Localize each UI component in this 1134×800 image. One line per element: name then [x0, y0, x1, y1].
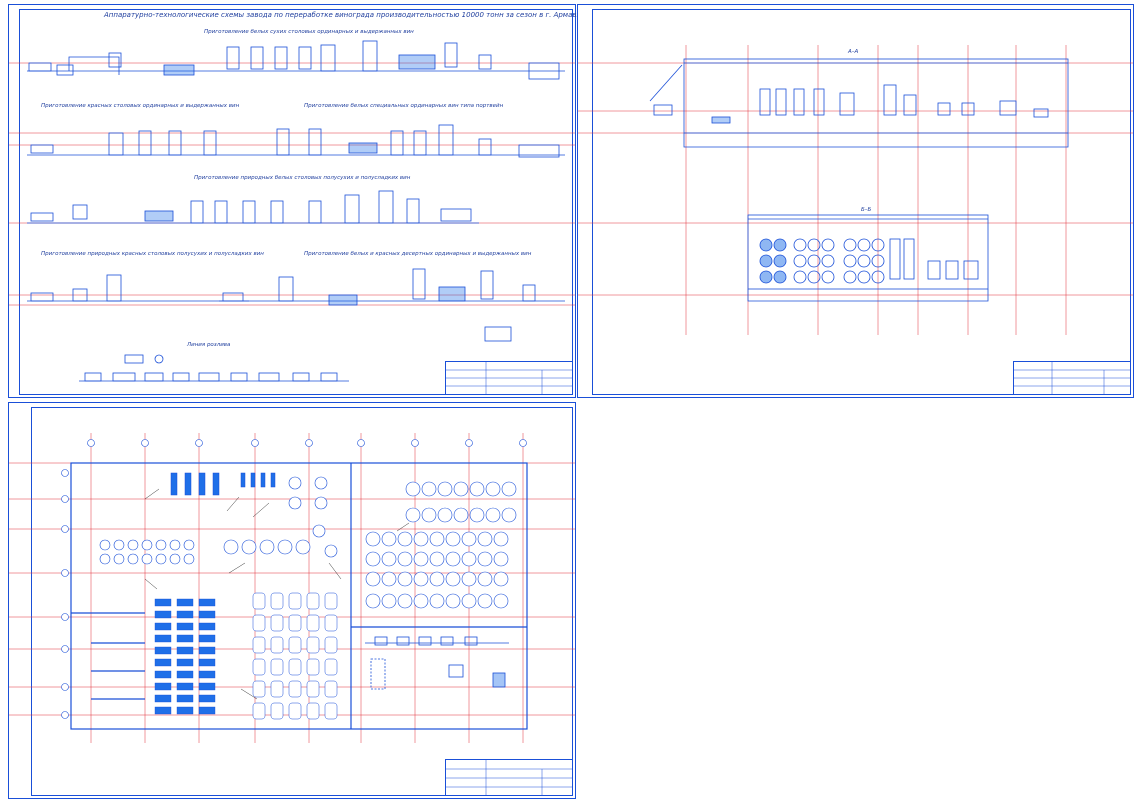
section-aa: [649, 58, 1069, 148]
bottling-line: [79, 354, 349, 382]
title-block: [445, 759, 573, 796]
scheme-row-2: [27, 124, 565, 158]
floor-plan-drawing: [9, 433, 575, 743]
axis-bubbles: [61, 439, 527, 719]
equipment-vessels: [99, 476, 338, 565]
sections-drawing: [578, 45, 1133, 335]
storage-blue: [154, 598, 216, 715]
sheet-inner-frame: [31, 407, 573, 796]
bottling-area: [365, 636, 509, 690]
heading-portwine: Приготовление белых специальных ординарн…: [304, 103, 504, 109]
section-label-bb: Б–Б: [861, 207, 872, 213]
heading-bottling-line: Линия розлива: [187, 342, 231, 348]
section-label-aa: А–А: [848, 49, 859, 55]
section-bb: [747, 214, 989, 302]
tank-field: [365, 481, 517, 609]
scheme-row-1: [27, 40, 565, 80]
building-walls: [70, 462, 528, 730]
sheet-inner-frame: [592, 9, 1131, 395]
heading-natural-red: Приготовление природных красных столовых…: [41, 251, 264, 257]
heading-white-dry: Приготовление белых сухих столовых ордин…: [204, 29, 414, 35]
title-block: [1013, 361, 1131, 395]
scheme-drawing: [9, 40, 575, 382]
sheet-building-sections: А–А Б–Б: [577, 4, 1134, 398]
storage-outline: [252, 592, 338, 720]
drawing-title: Аппаратурно-технологические схемы завода…: [104, 11, 590, 19]
sheet-technological-schemes: Аппаратурно-технологические схемы завода…: [8, 4, 590, 398]
leader-lines: [144, 488, 410, 700]
heading-dessert: Приготовление белых и красных десертных …: [304, 251, 532, 257]
heading-natural-white: Приготовление природных белых столовых п…: [194, 175, 411, 181]
scheme-row-4: [27, 268, 565, 342]
heading-red-dry: Приготовление красных столовых ординарны…: [41, 103, 240, 109]
sheet-floor-plan: [8, 402, 576, 799]
scheme-row-3: [27, 190, 479, 224]
sheet-inner-frame: [19, 9, 573, 395]
title-block: [445, 361, 573, 395]
equipment-presses: [170, 472, 276, 496]
